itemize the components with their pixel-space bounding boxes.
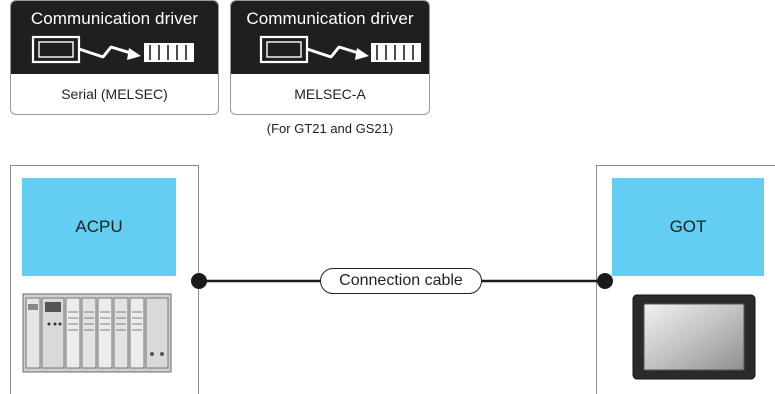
device-label-acpu: ACPU bbox=[22, 178, 176, 276]
driver-badge-serial: Communication driver Serial (MELSEC) bbox=[10, 0, 219, 115]
got-touch-panel-image bbox=[632, 294, 756, 380]
plc-rack-image bbox=[22, 293, 172, 373]
driver-name: MELSEC-A bbox=[294, 86, 366, 102]
driver-note: (For GT21 and GS21) bbox=[266, 121, 394, 136]
communication-driver-icon bbox=[259, 35, 421, 64]
device-label-got: GOT bbox=[612, 178, 764, 276]
connection-node-right bbox=[597, 273, 613, 289]
connection-cable-label: Connection cable bbox=[320, 268, 482, 294]
driver-name: Serial (MELSEC) bbox=[61, 86, 168, 102]
connection-node-left bbox=[191, 273, 207, 289]
driver-title: Communication driver bbox=[246, 9, 414, 28]
driver-title: Communication driver bbox=[30, 9, 199, 28]
communication-driver-icon bbox=[31, 35, 194, 64]
driver-badge-header: Communication driver bbox=[231, 1, 429, 74]
driver-badge-melsec-a: Communication driver MELSEC-A bbox=[230, 0, 430, 115]
driver-badge-header: Communication driver bbox=[11, 1, 218, 74]
